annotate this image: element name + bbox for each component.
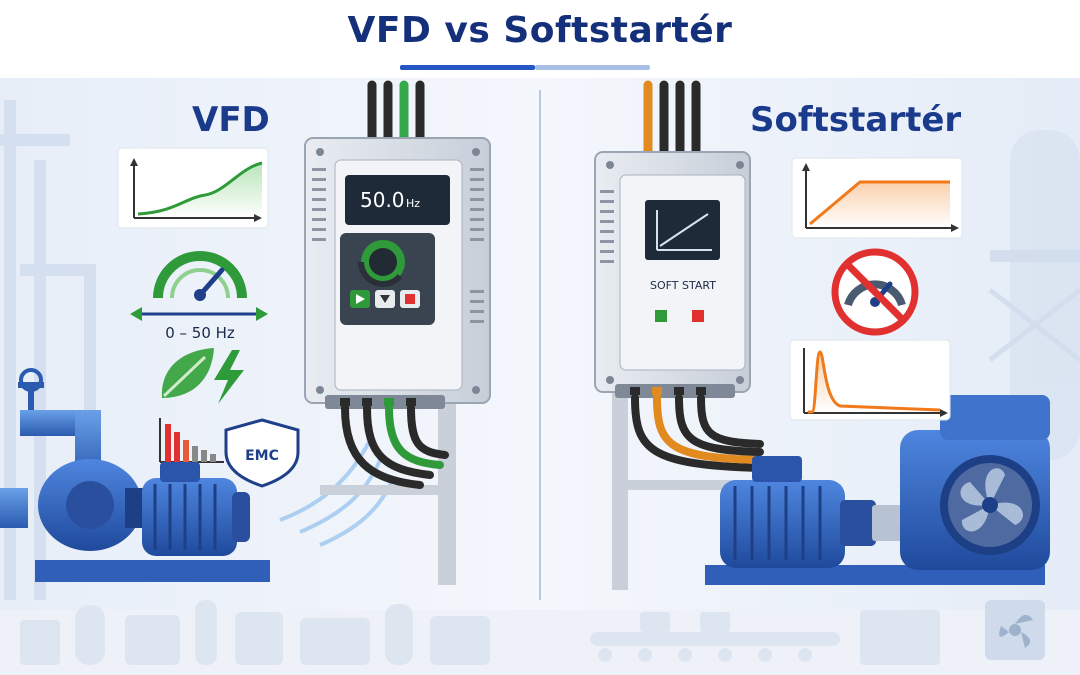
vfd-mounting-rack	[320, 400, 456, 585]
vfd-motor-cables	[341, 404, 449, 489]
lightning-bolt-icon	[214, 350, 244, 404]
softstarter-cabinet	[594, 151, 751, 398]
softstarter-supply-cables	[643, 80, 701, 160]
page-title: VFD vs Softstartér	[347, 10, 733, 51]
speed-gauge-icon	[153, 251, 247, 301]
vfd-drive-cabinet	[304, 137, 491, 409]
softstarter-mounting-rack	[612, 390, 742, 590]
inrush-current-chart-icon	[789, 339, 951, 421]
vfd-display-unit: Hz	[406, 197, 420, 210]
softstarter-heading: Softstartér	[750, 100, 962, 140]
softstarter-motor-cables	[631, 394, 764, 472]
frequency-range-label: 0 – 50 Hz	[165, 324, 235, 342]
vfd-supply-cables	[367, 80, 425, 145]
title-underline-left	[400, 65, 535, 70]
emc-badge-label: EMC	[245, 448, 279, 464]
vfd-speed-dial[interactable]	[369, 248, 397, 276]
soft-start-ramp-chart-icon	[791, 157, 963, 239]
vfd-display-value: 50.0	[360, 188, 405, 212]
vfd-pump-motor	[0, 368, 270, 582]
frequency-range-arrow-icon	[130, 307, 268, 321]
vfd-display-screen	[345, 175, 450, 225]
fan-icon	[999, 614, 1033, 648]
softstarter-panel-label: SOFT START	[650, 279, 716, 292]
energy-saving-leaf-icon	[161, 348, 214, 398]
bottom-silhouettes	[0, 600, 1080, 675]
softstarter-start-button[interactable]	[655, 310, 667, 322]
title-underline-right	[535, 65, 650, 70]
emc-shield-icon	[224, 418, 300, 488]
softstarter-fan-motor	[705, 395, 1050, 585]
softstarter-background-tanks	[988, 130, 1080, 460]
fan-blades-icon	[960, 468, 1023, 532]
rising-curve-chart-icon	[117, 147, 269, 229]
softstarter-stop-button[interactable]	[692, 310, 704, 322]
no-speed-control-icon	[831, 248, 919, 336]
vfd-heading: VFD	[192, 100, 270, 140]
